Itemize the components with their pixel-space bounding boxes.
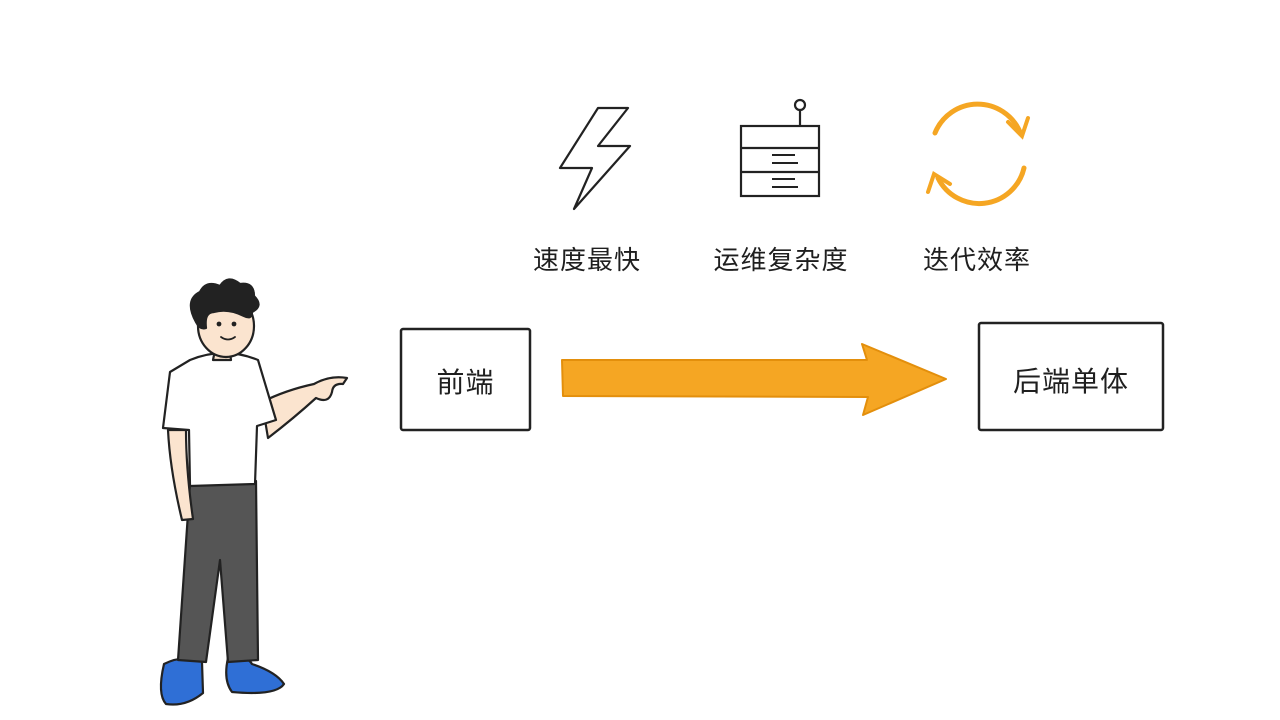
- feature-label-speed: 速度最快: [532, 246, 641, 276]
- person-illustration: [159, 278, 349, 706]
- backend-monolith-label: 后端单体: [1012, 365, 1129, 398]
- feature-label-ops-complexity: 运维复杂度: [713, 246, 849, 276]
- frontend-box: [399, 327, 532, 432]
- backend-monolith-box: [977, 321, 1165, 432]
- server-rack-icon: [739, 98, 821, 198]
- lightning-icon: [558, 106, 632, 211]
- feature-label-iteration: 迭代效率: [922, 246, 1031, 276]
- frontend-label: 前端: [436, 366, 495, 399]
- flow-arrow: [561, 343, 947, 416]
- refresh-cycle-icon: [926, 101, 1030, 207]
